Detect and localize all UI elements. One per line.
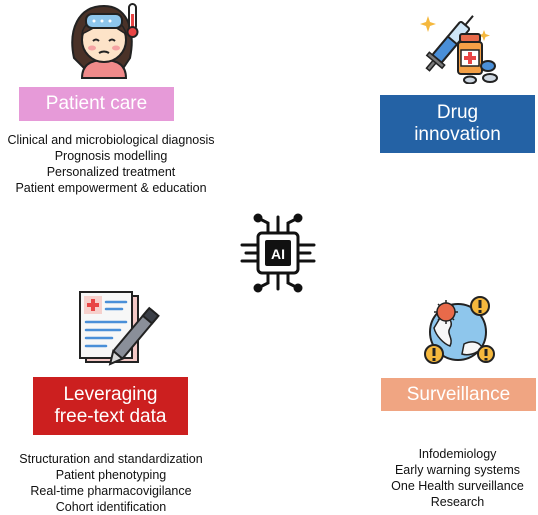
list-item: Personalized treatment (46, 165, 176, 179)
patient-care-box: Patient care (19, 87, 174, 121)
drug-innovation-label-line2: innovation (414, 124, 501, 145)
list-item: Clinical and microbiological diagnosis (7, 133, 215, 147)
patient-care-label: Patient care (45, 93, 148, 115)
free-text-label-line2: free-text data (54, 406, 167, 427)
free-text-list: Structuration and standardization Patien… (6, 451, 216, 515)
patient-care-list: Clinical and microbiological diagnosis P… (0, 132, 222, 196)
document-pen-icon (79, 291, 160, 366)
list-item: Early warning systems (394, 463, 521, 477)
surveillance-box: Surveillance (381, 378, 536, 411)
list-item: Research (430, 495, 485, 509)
sick-person-icon (71, 3, 139, 79)
surveillance-list: Infodemiology Early warning systems One … (380, 446, 535, 510)
list-item: Prognosis modelling (54, 149, 168, 163)
surveillance-label: Surveillance (406, 383, 511, 405)
list-item: One Health surveillance (391, 479, 524, 493)
globe-virus-warning-icon (424, 296, 495, 364)
list-item: Cohort identification (55, 500, 167, 514)
ai-chip-icon: AI (240, 213, 316, 293)
list-item: Real-time pharmacovigilance (30, 484, 192, 498)
list-item: Infodemiology (418, 447, 497, 461)
syringe-pills-icon (420, 15, 498, 84)
drug-innovation-box: Drug innovation (380, 95, 535, 153)
chip-label: AI (271, 246, 285, 262)
list-item: Patient phenotyping (55, 468, 167, 482)
drug-innovation-label-line1: Drug (436, 102, 479, 124)
free-text-label-line1: Leveraging (63, 384, 158, 406)
list-item: Structuration and standardization (19, 452, 203, 466)
list-item: Patient empowerment & education (15, 181, 207, 195)
free-text-data-box: Leveraging free-text data (33, 377, 188, 435)
